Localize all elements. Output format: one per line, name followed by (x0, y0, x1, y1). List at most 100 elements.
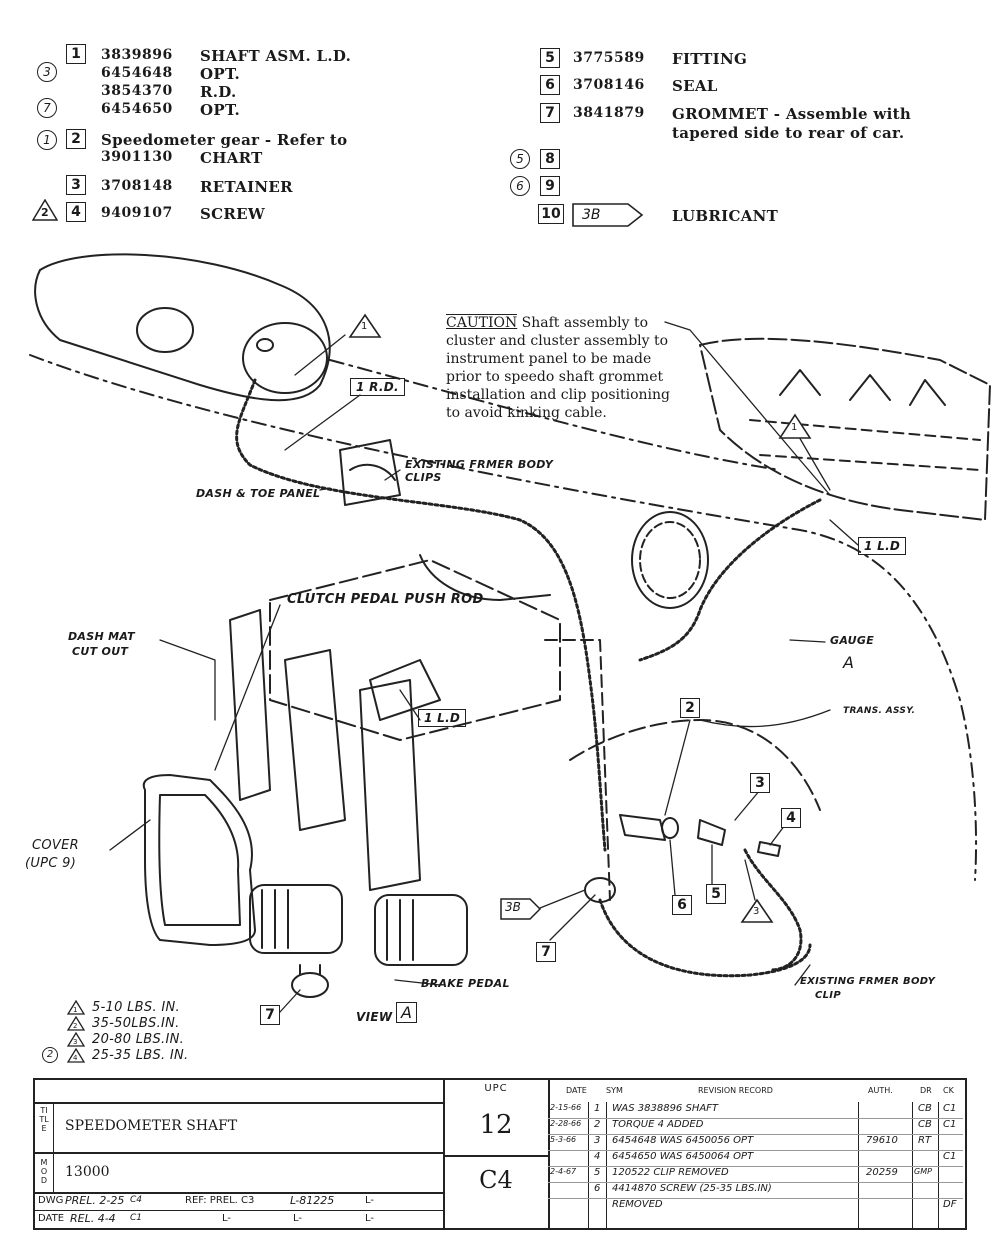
torque-1: 5-10 LBS. IN. (92, 1000, 180, 1015)
part-6-number: 3708146 (573, 77, 645, 93)
l-4: L- (365, 1213, 375, 1224)
callout-3: 3 (750, 773, 770, 793)
part-8-box: 8 (540, 149, 560, 169)
label-dash-mat-1: DASH MAT (68, 630, 135, 643)
part-2-chart: CHART (200, 149, 263, 167)
assembly-diagram (29, 253, 991, 1013)
dwg-label: DWG (38, 1195, 64, 1206)
part-4-box: 4 (66, 202, 86, 222)
torque-2: 35-50LBS.IN. (92, 1016, 180, 1031)
callout-ld-1: 1 L.D (858, 537, 907, 555)
date-label: DATE (38, 1213, 65, 1224)
part-1-rd-number: 3854370 (101, 83, 173, 99)
label-cover: COVER (32, 838, 79, 853)
rev-header-date: DATE (566, 1086, 587, 1095)
part-2-box: 2 (66, 129, 86, 149)
title-label: TITLE (39, 1106, 49, 1133)
part-4-number: 9409107 (101, 205, 173, 221)
speedo-cable-ld (638, 498, 822, 662)
callout-7-b: 7 (260, 1005, 280, 1025)
ref-l-value: L-81225 (290, 1194, 335, 1207)
tri3-label: 3 (753, 906, 760, 917)
revision-header: DATE SYM REVISION RECORD AUTH. DR CK (548, 1086, 965, 1100)
callout-3b: 3B (505, 900, 521, 914)
dwg-code: C4 (130, 1195, 143, 1205)
label-view-a: A (396, 1002, 417, 1023)
dwg-value: PREL. 2-25 (65, 1194, 125, 1207)
part-4-desc: SCREW (200, 205, 266, 223)
cover (142, 774, 256, 946)
label-existing-clip-1: EXISTING FRMER BODY (800, 976, 936, 987)
part-6-desc: SEAL (672, 77, 718, 95)
label-existing-clip-2: CLIP (815, 990, 841, 1001)
date-code: C1 (130, 1213, 143, 1223)
rev-circle-3: 3 (37, 62, 57, 82)
ref-value: REF: PREL. C3 (185, 1195, 255, 1206)
lubricant-callout-tag-icon (500, 898, 542, 920)
part-3-box: 3 (66, 175, 86, 195)
upc-header: UPC (484, 1083, 508, 1094)
part-10-box: 10 (538, 204, 564, 224)
part-2-desc: Speedometer gear - Refer to (101, 131, 348, 149)
label-dash-mat-2: CUT OUT (72, 645, 129, 658)
caution-heading: CAUTION (446, 314, 518, 331)
rev-header-dr: DR (920, 1086, 932, 1095)
part-1-box: 1 (66, 44, 86, 64)
part-1-opt1-number: 6454648 (101, 65, 173, 81)
torque-mark-4: 4 (73, 1054, 78, 1062)
part-1-opt2-desc: OPT. (200, 101, 240, 119)
revision-row: 2-28-66 2 TORQUE 4 ADDED CB C1 (548, 1118, 963, 1135)
part-1-rd-desc: R.D. (200, 83, 237, 101)
triangle-callout-1 (348, 313, 382, 338)
callout-ld-2: 1 L.D (418, 709, 467, 727)
mod-value: 13000 (65, 1164, 110, 1180)
rev-circle-5: 5 (510, 149, 530, 169)
speedo-cable (235, 378, 607, 852)
tri1b-label: 1 (791, 422, 798, 433)
part-5-desc: FITTING (672, 50, 748, 68)
tri1-label: 1 (361, 321, 368, 332)
torque-mark-1: 1 (73, 1006, 78, 1014)
part-7-desc2: tapered side to rear of car. (672, 124, 905, 142)
instrument-cluster (34, 253, 331, 402)
triangle-callout-1b (778, 413, 812, 439)
revision-row: 4 6454650 WAS 6450064 OPT C1 (548, 1150, 963, 1167)
title-block: TITLE SPEEDOMETER SHAFT MOD 13000 DWG PR… (33, 1078, 967, 1230)
part-1-opt1-desc: OPT. (200, 65, 240, 83)
caution-note: CAUTION Shaft assembly to cluster and cl… (446, 314, 686, 422)
upc-value: 12 (479, 1110, 513, 1140)
callout-6: 6 (672, 895, 692, 915)
part-1-desc: SHAFT ASM. L.D. (200, 47, 352, 65)
rev-circle-7: 7 (37, 98, 57, 118)
revision-row: 2-15-66 1 WAS 3838896 SHAFT CB C1 (548, 1102, 963, 1119)
l-2: L- (222, 1213, 232, 1224)
torque-mark-3: 3 (73, 1038, 78, 1046)
torque-4: 25-35 LBS. IN. (92, 1048, 189, 1063)
rev-header-auth: AUTH. (868, 1086, 893, 1095)
revision-row: 6 4414870 SCREW (25-35 LBS.IN) (548, 1182, 963, 1199)
part-3-desc: RETAINER (200, 178, 293, 196)
part-1-opt2-number: 6454650 (101, 101, 173, 117)
l-1: L- (365, 1195, 375, 1206)
label-trans-assy: TRANS. ASSY. (843, 706, 916, 716)
label-cover-upc: (UPC 9) (25, 856, 77, 871)
label-gauge: GAUGE (830, 634, 875, 647)
torque-triangle-2-icon (32, 199, 58, 221)
upc-code: C4 (479, 1166, 513, 1194)
triangle-callout-3 (740, 898, 774, 923)
mod-label: MOD (40, 1158, 48, 1185)
revision-row: REMOVED DF (612, 1199, 957, 1210)
callout-rd: 1 R.D. (350, 378, 405, 396)
rev-header-sym: SYM (606, 1086, 623, 1095)
l-3: L- (293, 1213, 303, 1224)
callout-7-a: 7 (536, 942, 556, 962)
drawing-title: SPEEDOMETER SHAFT (65, 1118, 238, 1134)
label-existing-clips: EXISTING FRMER BODY CLIPS (405, 458, 554, 484)
caution-text: Shaft assembly to cluster and cluster as… (446, 315, 670, 421)
callout-2: 2 (680, 698, 700, 718)
revision-table: 2-15-66 1 WAS 3838896 SHAFT CB C1 2-28-6… (548, 1102, 965, 1228)
part-10-desc: LUBRICANT (672, 207, 779, 225)
rev-header-record: REVISION RECORD (698, 1086, 773, 1095)
label-clutch-push-rod: CLUTCH PEDAL PUSH ROD (287, 592, 484, 607)
label-dash-toe-panel: DASH & TOE PANEL (196, 487, 321, 500)
